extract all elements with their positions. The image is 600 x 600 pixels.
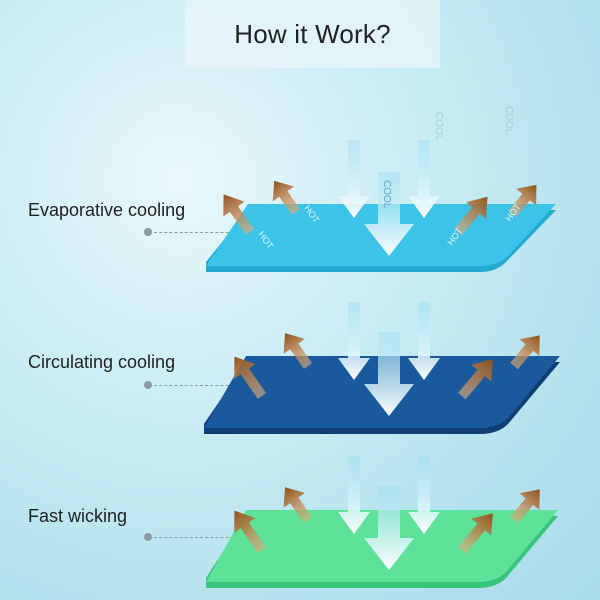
- hot-arrow: [234, 356, 267, 399]
- title-band: How it Work?: [185, 0, 440, 68]
- cool-arrow: [364, 332, 414, 416]
- hot-arrow: [272, 180, 301, 215]
- hot-arrow: [510, 489, 540, 524]
- leader-line: [154, 232, 244, 233]
- cool-arrow: [408, 140, 440, 218]
- cool-label: COOL: [503, 106, 514, 135]
- cool-arrow: [338, 456, 370, 534]
- hot-arrow: [508, 184, 537, 218]
- cool-arrow: [408, 302, 440, 380]
- cool-label: COOL: [381, 180, 392, 209]
- leader-line: [154, 385, 244, 386]
- leader-dot: [144, 381, 152, 389]
- hot-arrow: [458, 359, 493, 400]
- diagram-title: How it Work?: [234, 18, 391, 49]
- leader-dot: [144, 533, 152, 541]
- cool-arrow: [364, 486, 414, 570]
- cool-arrow: [338, 302, 370, 380]
- hot-arrow: [283, 487, 313, 523]
- cool-arrows-layer1: [338, 140, 440, 256]
- hot-arrow: [510, 335, 540, 370]
- cool-arrow: [338, 140, 370, 218]
- cool-arrow: [408, 456, 440, 534]
- layer-label-fast-wicking: Fast wicking: [28, 506, 128, 526]
- hot-arrows-layer1: [223, 180, 537, 236]
- hot-arrow: [234, 510, 267, 553]
- cool-arrows-layer2: [338, 302, 440, 416]
- hot-arrows-layer3: [234, 487, 540, 554]
- hot-arrows-layer2: [234, 333, 540, 400]
- cool-arrows-layer3: [338, 456, 440, 570]
- leader-line: [154, 537, 244, 538]
- layer-label-evaporative: Evaporative cooling: [28, 200, 186, 220]
- layer-label-circulating: Circulating cooling: [28, 352, 176, 372]
- hot-arrow: [454, 196, 488, 236]
- hot-arrow: [223, 194, 255, 235]
- cool-arrow: [364, 172, 414, 256]
- hot-arrow: [458, 513, 493, 554]
- leader-dot: [144, 228, 152, 236]
- hot-arrow: [283, 333, 313, 369]
- cool-label: COOL: [433, 112, 444, 141]
